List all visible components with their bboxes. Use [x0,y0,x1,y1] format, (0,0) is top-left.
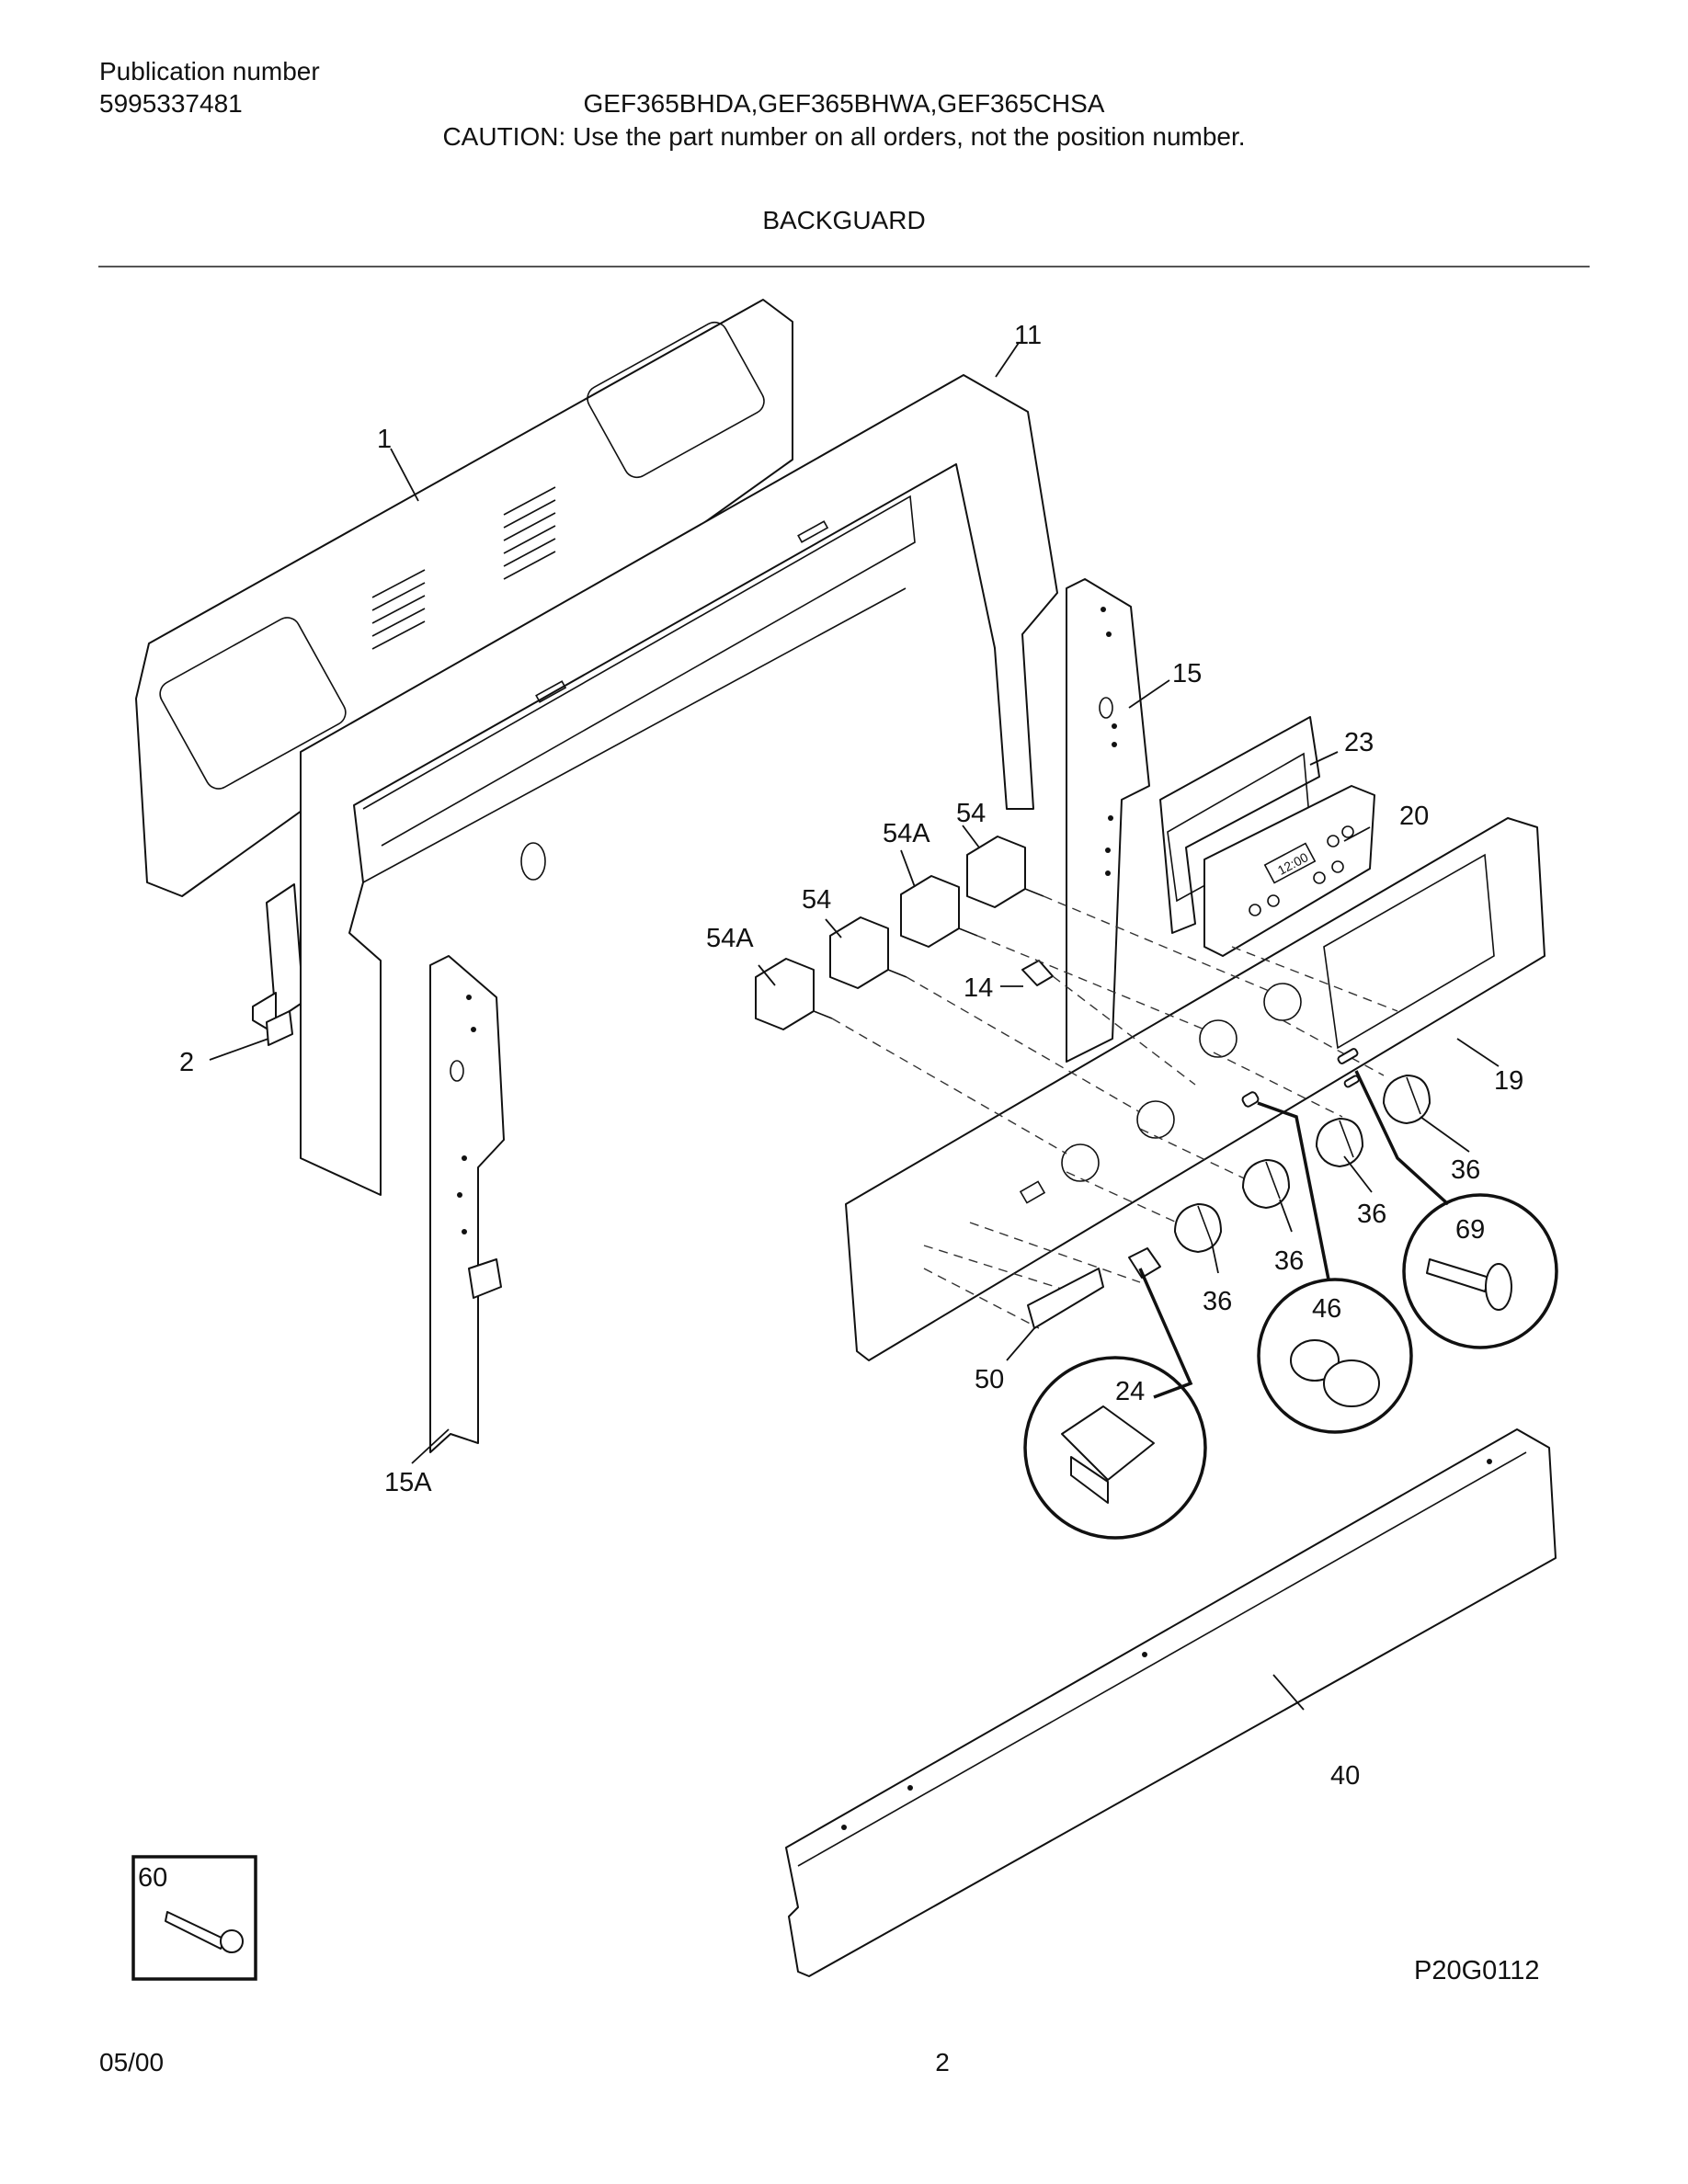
knob-part-36-b [1242,1159,1290,1209]
callout-36-c: 36 [1357,1200,1386,1229]
callout-69: 69 [1455,1215,1485,1245]
callout-36-d: 36 [1451,1155,1480,1185]
knob-part-36-a [1174,1203,1222,1253]
vent-slots-left [371,569,426,650]
callout-36-b: 36 [1274,1246,1304,1276]
callout-54a-top: 54A [883,819,930,848]
callout-15a: 15A [384,1468,432,1497]
callout-11: 11 [1014,321,1042,350]
side-bracket-part-15 [1066,578,1150,1063]
model-numbers: GEF365BHDA,GEF365BHWA,GEF365CHSA [583,89,1105,118]
callout-54-mid: 54 [802,885,831,915]
switch-part-54a-top [900,875,978,948]
indicator-lens-part-46-small [1241,1091,1260,1108]
figure-code: P20G0112 [1414,1956,1540,1985]
publication-number: 5995337481 [99,89,243,118]
knob-part-36-c [1316,1118,1363,1167]
detail-circle-24 [1023,1268,1207,1540]
clock-board-part-20: 12:00 [1203,785,1375,957]
page-number: 2 [935,2048,950,2076]
callout-labels: 1 11 2 15 23 20 54 54A 54 54A 14 19 36 3… [138,321,1540,1985]
switch-part-54-top [966,836,1044,908]
rocker-switch-part-24-small [1128,1247,1161,1279]
control-panel-part-19 [845,817,1545,1361]
publication-label: Publication number [99,57,320,85]
section-title: BACKGUARD [762,206,926,234]
callout-54a-left: 54A [706,924,754,953]
assembly-lines [831,895,1398,1329]
lower-trim-part-40 [785,1428,1557,1977]
callout-14: 14 [964,973,993,1003]
callout-36-a: 36 [1203,1287,1232,1316]
bracket-part-2 [252,883,304,1046]
backguard-frame-part-11 [300,374,1058,1196]
publication-date: 05/00 [99,2048,165,2076]
signal-light-part-14 [1021,960,1054,986]
trim-part-50 [1027,1268,1104,1329]
leader-lines [209,342,1500,1711]
callout-46: 46 [1312,1294,1341,1324]
callout-15: 15 [1172,659,1202,688]
switch-part-54-mid [829,916,907,989]
callout-23: 23 [1344,728,1374,757]
callout-24: 24 [1115,1377,1145,1406]
vent-slots-right [503,486,556,580]
header-divider [98,266,1590,267]
callout-20: 20 [1399,802,1429,831]
callout-60: 60 [138,1863,167,1893]
callout-2: 2 [179,1048,194,1077]
callout-40: 40 [1330,1761,1360,1791]
callout-19: 19 [1494,1066,1523,1096]
screw-inset-part-60 [131,1855,257,1981]
caution-note: CAUTION: Use the part number on all orde… [442,122,1246,151]
knob-part-36-d [1383,1075,1431,1124]
callout-1: 1 [377,425,392,454]
callout-50: 50 [975,1365,1004,1394]
rear-panel-part-1 [135,299,793,897]
switch-part-54a-left [755,958,833,1030]
detail-circle-46 [1257,1101,1413,1434]
detail-circle-69 [1354,1070,1558,1349]
callout-54-top: 54 [956,799,986,828]
side-bracket-part-15a [429,955,505,1453]
